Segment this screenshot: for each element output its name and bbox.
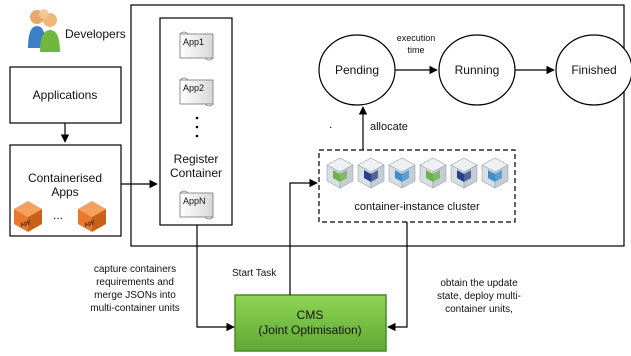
ellipsis-dot-2 (195, 125, 199, 129)
applications-box (9, 66, 122, 124)
cms-label-line2: (Joint Optimisation) (258, 323, 361, 337)
capture-annotation-line4: multi-container units (90, 303, 179, 314)
developers-label: Developers (65, 27, 126, 41)
app-box-icon-right: App (78, 201, 106, 232)
execution-label-line1: execution (397, 33, 436, 43)
cluster-instance-icon (388, 157, 416, 189)
cms-label-line1: CMS (297, 308, 324, 322)
allocate-label: allocate (370, 121, 408, 133)
running-label: Running (455, 63, 500, 77)
cluster-instance-icon (357, 157, 385, 189)
capture-annotation-line1: capture containers (94, 264, 176, 275)
app-box-label-left: App (19, 219, 32, 229)
app-scroll-n-label: AppN (183, 196, 206, 206)
developers-icon (28, 9, 60, 52)
app-scroll-2-label: App2 (183, 83, 204, 93)
cluster-instance-icons (326, 157, 509, 189)
containerised-ellipsis: ... (53, 208, 63, 222)
containerised-label-line2: Apps (51, 185, 78, 199)
pending-label: Pending (335, 63, 379, 77)
finished-label: Finished (571, 63, 616, 77)
obtain-annotation-line1: obtain the update (440, 278, 518, 289)
cms-box[interactable] (234, 294, 387, 352)
app-scroll-1-label: App1 (183, 37, 204, 47)
finished-state (555, 34, 631, 106)
capture-annotation-line2: requirements and (96, 277, 174, 288)
arrow-cms-to-cluster (289, 178, 318, 295)
cluster-label: container-instance cluster (354, 201, 480, 213)
cluster-instance-icon (326, 157, 354, 189)
ellipsis-dot-3 (195, 134, 199, 138)
register-label-line2: Container (170, 166, 222, 180)
obtain-annotation-line3: container units, (445, 304, 513, 315)
cluster-instance-icon (450, 157, 478, 189)
system-frame (130, 4, 625, 247)
applications-label: Applications (33, 88, 98, 102)
arrow-cluster-to-cms (387, 222, 408, 332)
capture-annotation-line3: merge JSONs into (94, 290, 176, 301)
app-scroll-1: App1 (179, 31, 214, 61)
start-task-label: Start Task (232, 268, 277, 279)
app-box-label-right: App (83, 219, 96, 229)
container-instance-cluster-box (318, 149, 516, 223)
app-box-icon-left: App (14, 201, 42, 232)
register-label-line1: Register (174, 152, 219, 166)
arrow-register-to-cms (196, 225, 235, 332)
stray-dot: . (329, 117, 332, 131)
cluster-instance-icon (419, 157, 447, 189)
app-scroll-2: App2 (179, 77, 214, 107)
execution-label-line2: time (407, 45, 424, 55)
ellipsis-dot-1 (195, 116, 199, 120)
obtain-annotation-line2: state, deploy multi- (437, 291, 521, 302)
app-scroll-n: AppN (179, 190, 214, 220)
cluster-instance-icon (481, 157, 509, 189)
containerised-label-line1: Containerised (28, 171, 102, 185)
